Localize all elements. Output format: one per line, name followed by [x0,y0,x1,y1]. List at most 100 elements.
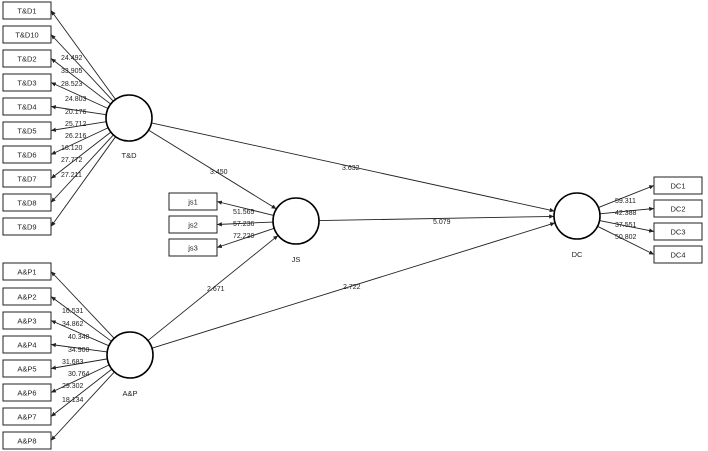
indicator-a-p3: A&P3 [2,311,52,330]
indicator-js2: js2 [168,215,218,234]
indicator-box [168,192,218,211]
indicator-box [2,359,52,378]
construct-label: A&P [122,389,137,398]
indicator-js1: js1 [168,192,218,211]
indicator-box [653,222,703,241]
loading-value: 27.772 [61,157,83,164]
indicator-a-p2: A&P2 [2,287,52,306]
loading-value: 40.348 [68,334,90,341]
loading-arrow [598,185,655,208]
loading-arrow [50,320,110,347]
indicator-label: js2 [187,221,198,230]
loading-value: 30.764 [68,371,90,378]
loading-arrow [50,58,111,105]
indicator-box [2,287,52,306]
loading-value: 29.302 [62,383,84,390]
indicator-label: DC1 [670,182,685,191]
construct-label: JS [292,255,301,264]
indicator-t-d10: T&D10 [2,25,52,44]
loading-arrow [50,131,112,179]
loading-value: 59.311 [615,198,636,205]
loading-arrow [216,200,274,216]
path-coefficient: 3.632 [342,165,360,172]
loading-arrow [597,225,655,255]
indicator-box [653,245,703,264]
indicator-label: T&D1 [17,7,36,16]
loading-arrow [50,342,108,353]
loading-value: 34.900 [68,347,90,354]
indicator-label: T&D8 [17,199,36,208]
indicator-box [2,217,52,236]
indicator-label: T&D10 [15,31,38,40]
indicator-dc2: DC2 [653,199,703,218]
loading-arrow [50,364,110,393]
indicator-box [2,311,52,330]
loading-value: 27.211 [61,172,82,179]
loading-value: 51.565 [233,209,255,216]
loading-arrow [50,136,116,227]
loading-value: 25.712 [65,121,87,128]
indicator-label: A&P7 [17,413,36,422]
indicator-box [2,169,52,188]
indicator-label: A&P3 [17,317,36,326]
loading-arrow [599,220,655,233]
loading-value: 16.531 [62,308,84,315]
indicator-t-d1: T&D1 [2,1,52,20]
indicator-box [2,383,52,402]
indicator-label: DC4 [670,251,685,260]
indicator-label: js1 [187,198,198,207]
indicator-label: T&D6 [17,151,36,160]
indicator-box [2,73,52,92]
loading-arrow [50,271,115,339]
indicator-label: js3 [187,244,198,253]
loading-value: 18.134 [62,397,84,404]
indicator-t-d8: T&D8 [2,193,52,212]
indicator-a-p4: A&P4 [2,335,52,354]
loading-arrow [50,82,109,109]
path-arrow-td-to-dc [151,122,555,213]
path-arrow-ap-to-dc [151,222,556,349]
indicator-label: T&D9 [17,223,36,232]
construct-js [272,197,320,245]
indicator-label: A&P4 [17,341,36,350]
indicator-a-p5: A&P5 [2,359,52,378]
indicator-t-d3: T&D3 [2,73,52,92]
loading-arrow [50,105,107,116]
indicator-label: T&D5 [17,127,36,136]
construct-label: DC [572,250,583,259]
loading-value: 16.120 [61,145,83,152]
loading-value: 34.862 [62,321,84,328]
loading-arrow [50,296,112,342]
indicator-box [2,335,52,354]
indicator-dc3: DC3 [653,222,703,241]
indicator-label: DC2 [670,205,685,214]
indicator-a-p8: A&P8 [2,431,52,450]
loading-arrow [50,358,108,370]
loading-arrow [50,121,107,132]
indicator-dc4: DC4 [653,245,703,264]
indicator-t-d5: T&D5 [2,121,52,140]
indicator-box [168,238,218,257]
loading-value: 28.523 [61,81,83,88]
loading-arrow [50,134,114,203]
indicator-label: T&D7 [17,175,36,184]
indicator-a-p6: A&P6 [2,383,52,402]
indicator-js3: js3 [168,238,218,257]
loading-arrow [216,221,274,227]
path-coefficient: 2.722 [343,284,361,291]
indicator-t-d7: T&D7 [2,169,52,188]
path-coefficient: 5.079 [433,219,451,226]
indicator-box [653,176,703,195]
loading-value: 26.216 [65,133,87,140]
loading-value: 37.551 [615,222,637,229]
loading-arrow [50,127,109,155]
indicator-box [653,199,703,218]
loading-value: 24.803 [65,96,87,103]
indicator-box [2,25,52,44]
indicator-box [2,49,52,68]
loading-value: 72.220 [233,233,255,240]
loading-value: 42.388 [615,210,637,217]
loading-value: 33.905 [61,68,83,75]
indicator-a-p1: A&P1 [2,262,52,281]
